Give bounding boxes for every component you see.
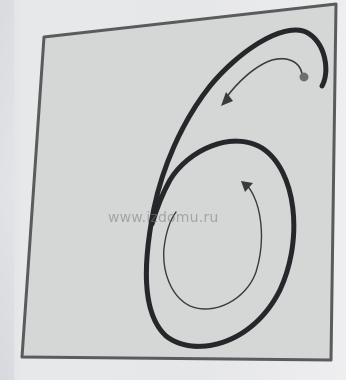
watermark: www.izdomu.ru (108, 210, 218, 226)
start-dot-icon (300, 73, 309, 82)
